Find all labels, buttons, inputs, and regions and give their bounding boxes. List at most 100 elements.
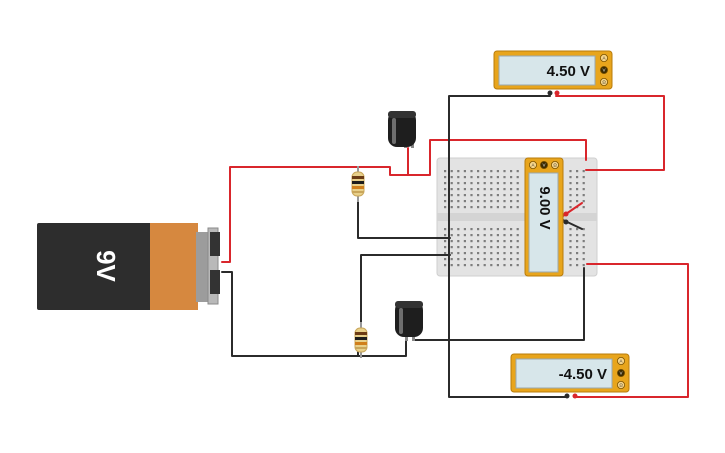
wire-black-resistor-to-breadboard[interactable]	[357, 199, 451, 239]
breadboard-hole[interactable]	[477, 240, 480, 243]
multimeter-center-v-probe[interactable]	[563, 211, 569, 217]
breadboard[interactable]	[436, 157, 598, 277]
breadboard-hole[interactable]	[569, 206, 572, 209]
breadboard-hole[interactable]	[457, 170, 460, 173]
breadboard-hole[interactable]	[477, 234, 480, 237]
breadboard-hole[interactable]	[510, 228, 513, 231]
breadboard-hole[interactable]	[516, 228, 519, 231]
breadboard-hole[interactable]	[569, 176, 572, 179]
breadboard-hole[interactable]	[457, 206, 460, 209]
multimeter-bottom-mode-selector[interactable]: A V Ω	[617, 356, 626, 389]
breadboard-hole[interactable]	[463, 188, 466, 191]
breadboard-hole[interactable]	[576, 188, 579, 191]
breadboard-hole[interactable]	[576, 176, 579, 179]
breadboard-hole[interactable]	[470, 206, 473, 209]
breadboard-hole[interactable]	[503, 170, 506, 173]
breadboard-hole[interactable]	[457, 246, 460, 249]
breadboard-hole[interactable]	[510, 252, 513, 255]
breadboard-hole[interactable]	[516, 234, 519, 237]
breadboard-hole[interactable]	[450, 176, 453, 179]
breadboard-hole[interactable]	[477, 264, 480, 267]
breadboard-hole[interactable]	[576, 234, 579, 237]
breadboard-hole[interactable]	[457, 234, 460, 237]
breadboard-hole[interactable]	[483, 264, 486, 267]
breadboard-hole[interactable]	[496, 194, 499, 197]
breadboard-hole[interactable]	[490, 200, 493, 203]
breadboard-hole[interactable]	[483, 240, 486, 243]
wire-black-top-meter-probe[interactable]	[448, 95, 568, 398]
breadboard-hole[interactable]	[510, 234, 513, 237]
breadboard-hole[interactable]	[582, 252, 585, 255]
breadboard-hole[interactable]	[450, 182, 453, 185]
breadboard-hole[interactable]	[576, 258, 579, 261]
wire-black-breadboard-lower[interactable]	[360, 254, 451, 326]
breadboard-hole[interactable]	[450, 188, 453, 191]
breadboard-hole[interactable]	[444, 234, 447, 237]
wire-red-breadboard-top[interactable]	[407, 139, 587, 176]
breadboard-hole[interactable]	[516, 240, 519, 243]
breadboard-hole[interactable]	[503, 264, 506, 267]
breadboard-hole[interactable]	[463, 170, 466, 173]
multimeter-top-com-probe[interactable]	[547, 90, 553, 96]
breadboard-hole[interactable]	[450, 194, 453, 197]
breadboard-hole[interactable]	[470, 188, 473, 191]
breadboard-hole[interactable]	[503, 246, 506, 249]
breadboard-hole[interactable]	[490, 194, 493, 197]
breadboard-hole[interactable]	[490, 258, 493, 261]
multimeter-bottom-v-probe[interactable]	[572, 393, 578, 399]
breadboard-hole[interactable]	[470, 252, 473, 255]
breadboard-hole[interactable]	[496, 188, 499, 191]
breadboard-hole[interactable]	[470, 182, 473, 185]
breadboard-hole[interactable]	[450, 252, 453, 255]
breadboard-hole[interactable]	[576, 246, 579, 249]
breadboard-hole[interactable]	[463, 228, 466, 231]
wire-black-capacitor-bottom[interactable]	[357, 337, 407, 357]
breadboard-hole[interactable]	[510, 240, 513, 243]
breadboard-hole[interactable]	[576, 200, 579, 203]
breadboard-hole[interactable]	[457, 240, 460, 243]
breadboard-hole[interactable]	[569, 234, 572, 237]
breadboard-hole[interactable]	[576, 170, 579, 173]
breadboard-hole[interactable]	[503, 252, 506, 255]
breadboard-hole[interactable]	[483, 170, 486, 173]
breadboard-hole[interactable]	[450, 200, 453, 203]
breadboard-hole[interactable]	[444, 188, 447, 191]
breadboard-hole[interactable]	[463, 240, 466, 243]
breadboard-hole[interactable]	[490, 228, 493, 231]
breadboard-hole[interactable]	[576, 264, 579, 267]
capacitor-top[interactable]	[388, 111, 416, 148]
breadboard-hole[interactable]	[457, 258, 460, 261]
multimeter-top-mode-selector[interactable]: A V Ω	[600, 54, 609, 87]
breadboard-hole[interactable]	[477, 206, 480, 209]
breadboard-hole[interactable]	[576, 194, 579, 197]
breadboard-hole[interactable]	[450, 246, 453, 249]
breadboard-hole[interactable]	[483, 200, 486, 203]
breadboard-hole[interactable]	[496, 200, 499, 203]
resistor-bottom[interactable]	[354, 322, 368, 358]
resistor-top[interactable]	[351, 166, 365, 202]
breadboard-hole[interactable]	[470, 228, 473, 231]
breadboard-hole[interactable]	[569, 228, 572, 231]
breadboard-hole[interactable]	[444, 182, 447, 185]
breadboard-hole[interactable]	[510, 200, 513, 203]
breadboard-hole[interactable]	[490, 246, 493, 249]
breadboard-hole[interactable]	[503, 176, 506, 179]
breadboard-hole[interactable]	[450, 234, 453, 237]
breadboard-hole[interactable]	[569, 182, 572, 185]
breadboard-hole[interactable]	[490, 240, 493, 243]
breadboard-hole[interactable]	[470, 176, 473, 179]
breadboard-hole[interactable]	[490, 170, 493, 173]
multimeter-center-mode-selector[interactable]: A V Ω	[529, 160, 560, 169]
breadboard-hole[interactable]	[496, 252, 499, 255]
breadboard-hole[interactable]	[477, 228, 480, 231]
breadboard-hole[interactable]	[477, 258, 480, 261]
breadboard-hole[interactable]	[457, 200, 460, 203]
breadboard-hole[interactable]	[450, 228, 453, 231]
breadboard-hole[interactable]	[477, 200, 480, 203]
breadboard-hole[interactable]	[477, 170, 480, 173]
breadboard-hole[interactable]	[470, 264, 473, 267]
breadboard-hole[interactable]	[457, 176, 460, 179]
breadboard-hole[interactable]	[463, 246, 466, 249]
breadboard-hole[interactable]	[477, 188, 480, 191]
breadboard-hole[interactable]	[457, 194, 460, 197]
